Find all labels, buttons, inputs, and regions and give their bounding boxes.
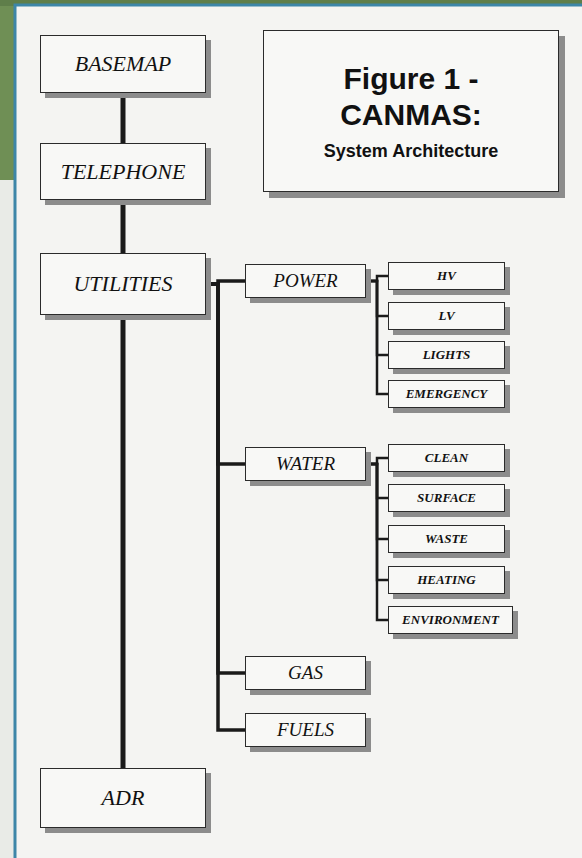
submodule-box: LIGHTS bbox=[388, 341, 505, 369]
title-box: Figure 1 - CANMAS: System Architecture bbox=[263, 30, 559, 192]
connector-line bbox=[206, 284, 245, 673]
box-label: CLEAN bbox=[425, 450, 468, 466]
box-label: TELEPHONE bbox=[61, 159, 186, 185]
system-box: UTILITIES bbox=[40, 253, 206, 315]
box-label: EMERGENCY bbox=[406, 386, 488, 402]
box-label: ADR bbox=[102, 785, 145, 811]
figure-title: Figure 1 - CANMAS: bbox=[296, 61, 526, 133]
submodule-box: LV bbox=[388, 302, 505, 330]
system-box: ADR bbox=[40, 768, 206, 828]
box-label: WATER bbox=[276, 453, 335, 475]
connector-line bbox=[121, 200, 126, 253]
connector-line bbox=[366, 464, 388, 620]
system-box: BASEMAP bbox=[40, 35, 206, 93]
connector-line bbox=[121, 315, 126, 768]
module-box: POWER bbox=[245, 264, 366, 298]
submodule-box: HEATING bbox=[388, 566, 505, 594]
submodule-box: CLEAN bbox=[388, 444, 505, 472]
submodule-box: EMERGENCY bbox=[388, 380, 505, 408]
module-box: WATER bbox=[245, 447, 366, 481]
connector-line bbox=[206, 284, 245, 464]
submodule-box: WASTE bbox=[388, 525, 505, 553]
box-label: HEATING bbox=[417, 572, 476, 588]
box-label: HV bbox=[437, 268, 456, 284]
box-label: SURFACE bbox=[417, 490, 476, 506]
box-label: FUELS bbox=[277, 719, 334, 741]
system-box: TELEPHONE bbox=[40, 143, 206, 200]
box-label: LIGHTS bbox=[423, 347, 471, 363]
box-label: BASEMAP bbox=[75, 51, 172, 77]
box-label: UTILITIES bbox=[73, 271, 172, 297]
submodule-box: ENVIRONMENT bbox=[388, 606, 513, 634]
box-label: WASTE bbox=[425, 531, 468, 547]
box-label: GAS bbox=[288, 662, 323, 684]
submodule-box: HV bbox=[388, 262, 505, 290]
panel-frame bbox=[15, 5, 582, 858]
module-box: FUELS bbox=[245, 713, 366, 747]
box-label: LV bbox=[438, 308, 454, 324]
box-label: ENVIRONMENT bbox=[402, 612, 499, 628]
box-label: POWER bbox=[273, 270, 337, 292]
submodule-box: SURFACE bbox=[388, 484, 505, 512]
connector-line bbox=[366, 281, 388, 394]
connector-line bbox=[206, 284, 245, 730]
figure-subtitle: System Architecture bbox=[324, 141, 498, 162]
module-box: GAS bbox=[245, 656, 366, 690]
connector-line bbox=[121, 93, 126, 143]
